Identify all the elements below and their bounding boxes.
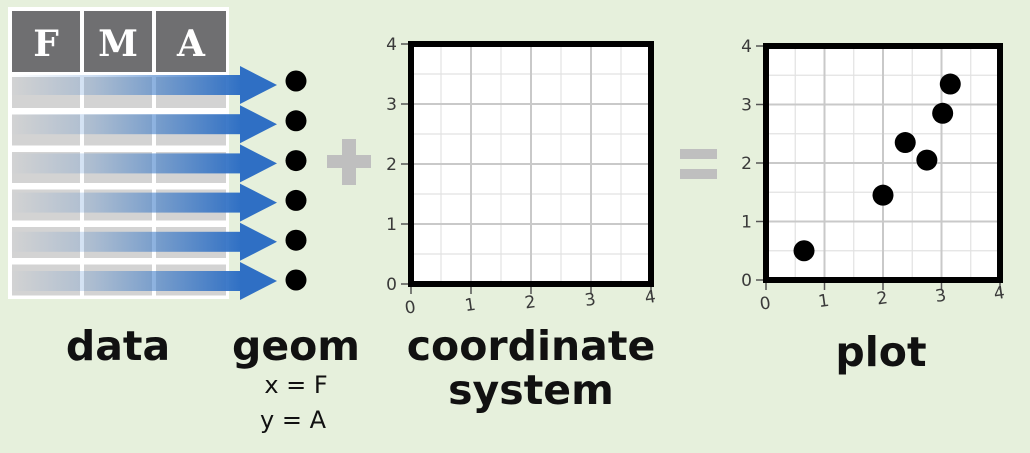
caption-geom: geom bbox=[232, 322, 360, 370]
table-header-a: A bbox=[176, 23, 206, 65]
geom-mapping-x: x = F bbox=[264, 371, 327, 399]
coord-y-tick-label: 2 bbox=[386, 155, 397, 175]
plot-data-point bbox=[932, 102, 954, 124]
plot-y-tick-label: 1 bbox=[741, 213, 752, 233]
result-plot-panel: 0 1 2 3 4 0 1 2 3 4 bbox=[741, 37, 1006, 315]
coord-x-tick-label: 3 bbox=[584, 290, 598, 311]
geom-point bbox=[285, 229, 307, 251]
arrow-head bbox=[240, 262, 277, 300]
plot-y-tick-label: 4 bbox=[741, 37, 752, 57]
table-header-m: M bbox=[98, 23, 138, 65]
plot-y-tick-label: 2 bbox=[741, 154, 752, 174]
coord-border bbox=[408, 41, 654, 287]
coord-x-tick-label: 0 bbox=[404, 297, 418, 318]
coord-x-tick-label: 1 bbox=[464, 295, 478, 316]
arrow-head bbox=[240, 183, 277, 222]
table-header-cell-f bbox=[12, 11, 80, 72]
arrow-shaft bbox=[10, 114, 242, 135]
coord-y-tick-label: 4 bbox=[386, 35, 397, 55]
coord-y-tick-label: 0 bbox=[386, 275, 397, 295]
plot-x-tick-label: 3 bbox=[934, 286, 948, 307]
data-table: F M A bbox=[8, 7, 229, 299]
arrow-head bbox=[240, 144, 277, 183]
plus-operator bbox=[327, 139, 371, 185]
geom-point bbox=[285, 150, 307, 172]
plot-x-tick-label: 4 bbox=[993, 283, 1007, 304]
coord-y-tick-label: 1 bbox=[386, 215, 397, 235]
arrow-shaft bbox=[10, 153, 242, 174]
plot-y-tick-label: 0 bbox=[741, 271, 752, 291]
arrow-shaft bbox=[10, 75, 242, 95]
plot-y-tick-label: 3 bbox=[741, 96, 752, 116]
coordinate-system-panel: 0 1 2 3 4 0 1 2 3 4 bbox=[386, 35, 657, 319]
caption-data: data bbox=[66, 322, 170, 370]
geom-points bbox=[285, 70, 307, 291]
table-header-cell-a bbox=[156, 11, 226, 72]
caption-plot: plot bbox=[835, 328, 926, 376]
coord-x-tick-label: 4 bbox=[644, 287, 658, 308]
plot-data-point bbox=[894, 132, 916, 154]
arrow-shaft bbox=[10, 231, 242, 252]
arrow-head bbox=[240, 222, 277, 261]
arrow-head bbox=[240, 105, 277, 144]
geom-point bbox=[285, 189, 307, 211]
geom-point bbox=[285, 70, 307, 92]
table-header-f: F bbox=[33, 23, 59, 65]
equals-operator bbox=[680, 149, 717, 179]
plot-x-tick-label: 2 bbox=[876, 288, 890, 309]
arrow-shaft bbox=[10, 271, 242, 291]
caption-coordinate: coordinate bbox=[407, 322, 656, 370]
geom-point bbox=[285, 269, 307, 291]
geom-mapping-y: y = A bbox=[260, 406, 327, 434]
plot-data-point bbox=[793, 240, 815, 262]
plot-data-point bbox=[872, 184, 894, 206]
arrow-head bbox=[240, 66, 277, 104]
plot-x-tick-label: 1 bbox=[817, 291, 831, 312]
plot-border bbox=[763, 43, 1003, 283]
geom-point bbox=[285, 110, 307, 132]
plot-data-point bbox=[916, 149, 938, 171]
caption-system: system bbox=[448, 366, 614, 414]
arrow-shaft bbox=[10, 192, 242, 213]
plot-x-tick-label: 0 bbox=[759, 293, 773, 314]
plot-data-point bbox=[939, 73, 961, 95]
mapping-arrows bbox=[10, 66, 277, 300]
coord-x-tick-label: 2 bbox=[524, 292, 538, 313]
table-header-cell-m bbox=[84, 11, 152, 72]
coord-y-tick-label: 3 bbox=[386, 95, 397, 115]
